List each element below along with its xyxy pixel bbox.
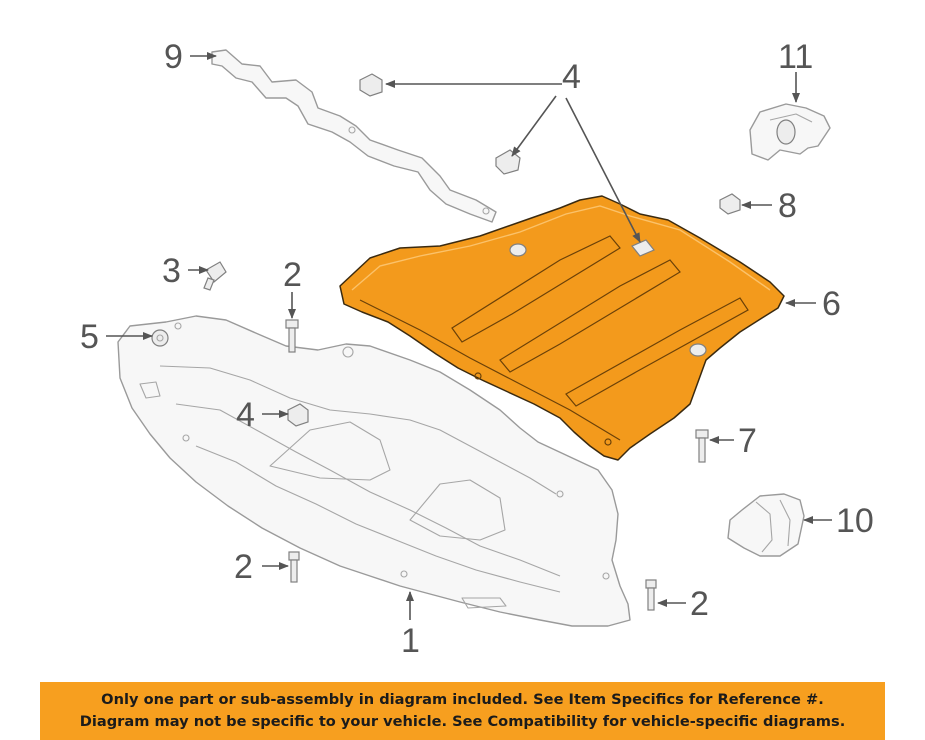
callout-2-lower-right: 2 <box>690 585 709 623</box>
callout-7: 7 <box>738 422 757 460</box>
clip-nut-4-middle <box>495 149 521 175</box>
parts-diagram: 9 4 11 8 3 2 6 5 4 7 10 2 2 1 <box>80 38 874 660</box>
callout-9: 9 <box>164 38 183 76</box>
callout-10: 10 <box>836 502 874 540</box>
bolt-2-upper <box>285 319 299 353</box>
callout-2-upper: 2 <box>283 256 302 294</box>
part-10-bracket <box>727 493 805 557</box>
callout-4-lower: 4 <box>236 396 255 434</box>
callout-1: 1 <box>401 622 420 660</box>
callout-8: 8 <box>778 187 797 225</box>
part-1-lower-splash-shield <box>117 315 631 627</box>
callout-3: 3 <box>162 252 181 290</box>
part-6-engine-shield-highlighted <box>339 195 785 461</box>
part-9-bracket <box>211 49 497 223</box>
bolt-2-lower-left <box>288 551 300 583</box>
bolt-7 <box>695 429 709 463</box>
notice-line-2: Diagram may not be specific to your vehi… <box>79 713 846 730</box>
notice-line-1: Only one part or sub-assembly in diagram… <box>101 691 824 708</box>
notice-banner: Only one part or sub-assembly in diagram… <box>40 682 885 740</box>
callout-4-top: 4 <box>562 58 581 96</box>
bolt-3 <box>203 261 227 291</box>
clip-nut-8 <box>719 193 741 215</box>
callout-2-lower-left: 2 <box>234 548 253 586</box>
callout-5: 5 <box>80 318 99 356</box>
leader-lines <box>106 52 832 620</box>
callout-6: 6 <box>822 285 841 323</box>
clip-nut-4-top <box>359 73 383 97</box>
callout-11: 11 <box>778 38 813 76</box>
bolt-2-lower-right <box>645 579 657 611</box>
grommet-5 <box>151 329 169 347</box>
clip-nut-4-lower <box>287 403 309 427</box>
part-11-bracket <box>749 103 831 161</box>
